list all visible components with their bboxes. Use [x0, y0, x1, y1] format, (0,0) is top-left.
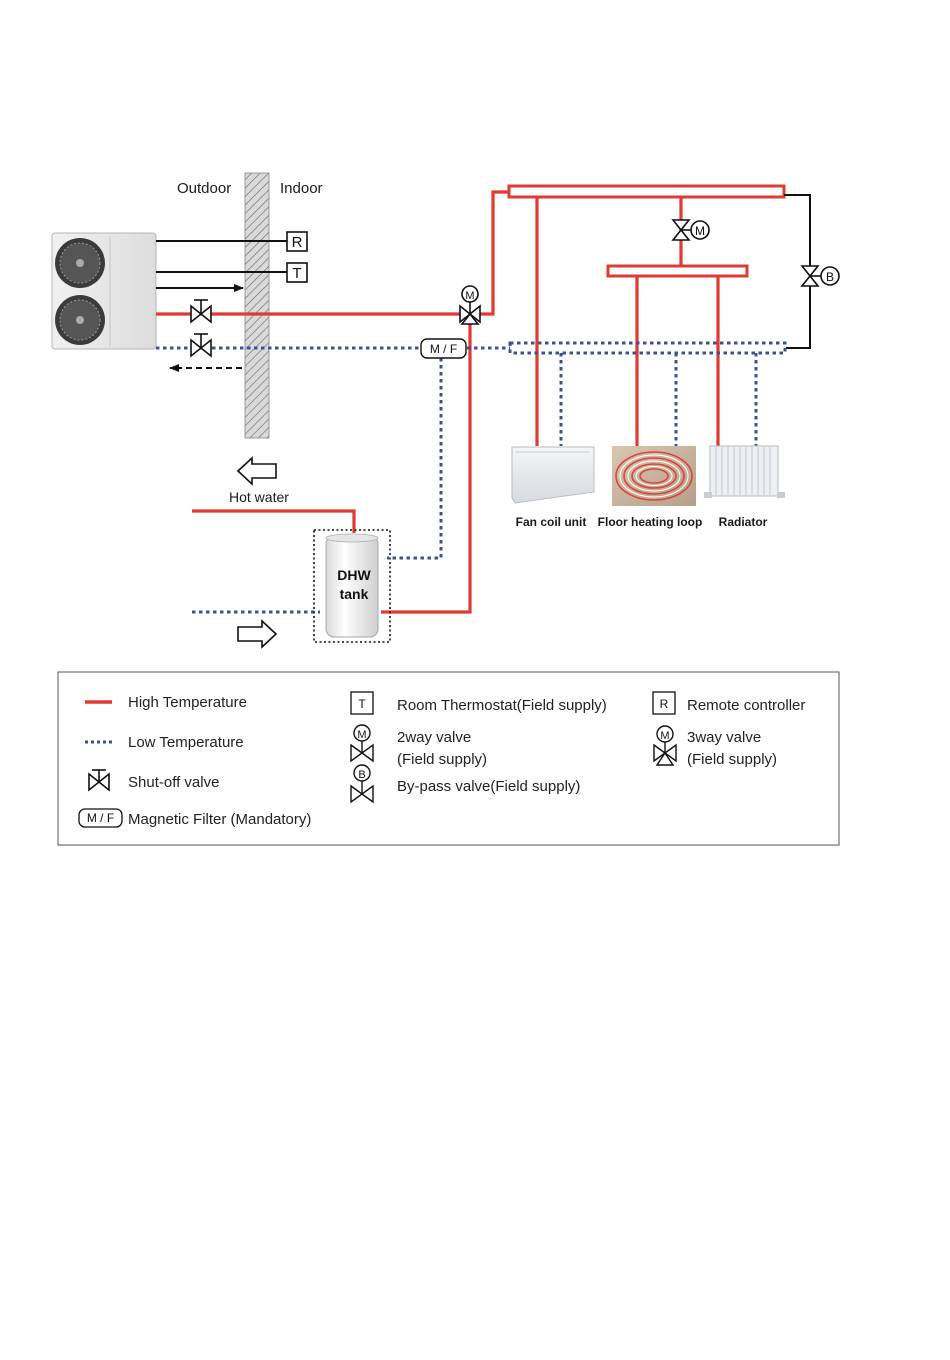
svg-text:B: B	[358, 769, 365, 781]
legend-low-temp: Low Temperature	[128, 734, 244, 751]
fan-icon	[55, 295, 105, 345]
magnetic-filter-box: M / F	[78, 808, 123, 828]
room-thermostat-box: T	[350, 691, 374, 715]
bypass-valve-icon: B	[350, 764, 374, 804]
shutoff-valve-icon	[190, 333, 212, 358]
high-temperature-pipes	[156, 190, 720, 614]
three-way-valve-icon: M	[653, 725, 677, 766]
control-wiring	[156, 240, 287, 372]
svg-text:M: M	[660, 730, 669, 742]
floor-heating-loop-label: Floor heating loop	[598, 515, 703, 529]
legend-3way-line2: (Field supply)	[687, 751, 777, 768]
remote-controller-letter: R	[292, 234, 303, 251]
remote-controller-box: R	[652, 691, 676, 715]
magnetic-filter-box: M / F	[420, 338, 467, 359]
radiator	[704, 445, 785, 498]
shutoff-valve-icon	[88, 769, 110, 792]
legend-2way-line2: (Field supply)	[397, 751, 487, 768]
dhw-tank-label-line2: tank	[340, 586, 369, 602]
legend-high-temp: High Temperature	[128, 694, 247, 711]
two-way-valve-icon: M	[671, 219, 710, 241]
outdoor-label: Outdoor	[177, 180, 231, 197]
dhw-tank: DHW tank	[313, 529, 391, 643]
two-way-valve-icon: M	[350, 724, 374, 763]
fan-icon	[55, 238, 105, 288]
fan-coil-unit-label: Fan coil unit	[516, 515, 587, 529]
svg-text:M: M	[465, 290, 474, 302]
three-way-valve-icon: M	[459, 285, 481, 325]
radiator-label: Radiator	[719, 515, 768, 529]
fan-coil-unit	[511, 446, 595, 504]
legend: High Temperature Low Temperature Shut-of…	[57, 671, 840, 846]
legend-magnetic-filter: Magnetic Filter (Mandatory)	[128, 811, 311, 828]
room-thermostat-letter: T	[292, 265, 301, 282]
lower-manifold	[606, 264, 749, 278]
svg-text:T: T	[358, 697, 366, 711]
indoor-label: Indoor	[280, 180, 323, 197]
svg-text:M: M	[357, 729, 366, 741]
remote-controller-box: R	[286, 231, 308, 252]
floor-heating-loop	[612, 446, 696, 506]
bypass-valve-icon: B	[800, 265, 840, 287]
svg-text:M: M	[695, 224, 705, 238]
dhw-tank-label-line1: DHW	[337, 567, 371, 583]
upper-manifold	[507, 184, 786, 199]
legend-2way-line1: 2way valve	[397, 729, 471, 746]
outdoor-heat-pump-unit	[51, 232, 157, 350]
legend-bypass: By-pass valve(Field supply)	[397, 778, 580, 795]
legend-thermostat: Room Thermostat(Field supply)	[397, 697, 607, 714]
legend-3way-line1: 3way valve	[687, 729, 761, 746]
legend-remote: Remote controller	[687, 697, 805, 714]
hot-water-label: Hot water	[229, 489, 289, 505]
shutoff-valve-icon	[190, 299, 212, 324]
svg-text:B: B	[826, 270, 834, 284]
svg-text:M / F: M / F	[87, 811, 114, 825]
room-thermostat-box: T	[286, 262, 308, 283]
legend-shutoff: Shut-off valve	[128, 774, 219, 791]
cold-water-inflow-arrow	[237, 619, 278, 649]
svg-text:R: R	[660, 697, 669, 711]
hot-water-outflow-arrow	[236, 456, 277, 486]
magnetic-filter-label: M / F	[430, 342, 457, 356]
wall	[244, 172, 270, 439]
